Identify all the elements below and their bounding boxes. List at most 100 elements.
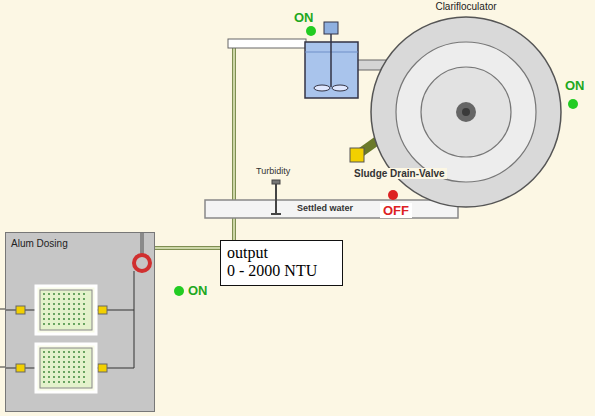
grid-dot xyxy=(48,381,50,383)
grid-dot xyxy=(48,308,50,310)
grid-dot xyxy=(78,303,80,305)
grid-dot xyxy=(63,303,65,305)
tank-ring xyxy=(396,42,536,182)
grid-dot xyxy=(63,298,65,300)
alum-tank xyxy=(36,344,96,392)
alum-dosing-panel: Alum Dosing xyxy=(5,232,155,412)
grid-dot xyxy=(63,323,65,325)
mixer-shaft xyxy=(330,34,332,87)
grid-dot xyxy=(83,366,85,368)
grid-dot xyxy=(63,376,65,378)
grid-dot xyxy=(58,293,60,295)
grid-dot xyxy=(78,293,80,295)
dosing-line xyxy=(96,271,134,368)
grid-dot xyxy=(68,298,70,300)
grid-dot xyxy=(48,356,50,358)
grid-dot xyxy=(68,381,70,383)
sludge-drain-valve xyxy=(350,148,364,162)
grid-dot xyxy=(53,371,55,373)
grid-dot xyxy=(73,361,75,363)
grid-dot xyxy=(83,318,85,320)
status-text: ON xyxy=(188,283,208,298)
display-text: 0 - 2000 NTU xyxy=(227,262,317,280)
grid-dot xyxy=(73,366,75,368)
grid-dot xyxy=(48,371,50,373)
tank-grid xyxy=(43,293,85,325)
grid-dot xyxy=(53,303,55,305)
grid-dot xyxy=(58,298,60,300)
grid-dot xyxy=(63,356,65,358)
grid-dot xyxy=(78,361,80,363)
grid-dot xyxy=(43,361,45,363)
pump-pipe xyxy=(140,233,144,255)
grid-dot xyxy=(43,356,45,358)
grid-dot xyxy=(78,323,80,325)
grid-dot xyxy=(73,381,75,383)
display-text: output xyxy=(227,244,268,262)
grid-dot xyxy=(43,293,45,295)
status-lamp xyxy=(306,26,316,36)
fitting xyxy=(16,306,25,314)
grid-dot xyxy=(48,361,50,363)
tank-grid xyxy=(43,351,85,383)
grid-dot xyxy=(58,361,60,363)
grid-dot xyxy=(68,323,70,325)
status-text: ON xyxy=(294,10,314,25)
alum-tank-inner xyxy=(40,290,92,330)
grid-dot xyxy=(83,313,85,315)
grid-dot xyxy=(83,308,85,310)
grid-dot xyxy=(48,298,50,300)
grid-dot xyxy=(58,381,60,383)
grid-dot xyxy=(73,293,75,295)
grid-dot xyxy=(53,293,55,295)
grid-dot xyxy=(83,361,85,363)
grid-dot xyxy=(43,366,45,368)
grid-dot xyxy=(48,293,50,295)
panel-title: Alum Dosing xyxy=(11,238,68,249)
grid-dot xyxy=(68,371,70,373)
grid-dot xyxy=(73,313,75,315)
grid-dot xyxy=(73,308,75,310)
fitting xyxy=(98,364,107,372)
grid-dot xyxy=(58,303,60,305)
grid-dot xyxy=(53,313,55,315)
grid-dot xyxy=(58,308,60,310)
grid-dot xyxy=(43,308,45,310)
sensor-label: Turbidity xyxy=(256,166,290,176)
grid-dot xyxy=(58,313,60,315)
grid-dot xyxy=(63,313,65,315)
grid-dot xyxy=(63,293,65,295)
grid-dot xyxy=(53,381,55,383)
grid-dot xyxy=(78,381,80,383)
grid-dot xyxy=(43,318,45,320)
grid-dot xyxy=(58,351,60,353)
grid-dot xyxy=(83,351,85,353)
output-display: output0 - 2000 NTU xyxy=(220,240,343,286)
grid-dot xyxy=(68,376,70,378)
impeller-blade xyxy=(314,85,330,91)
grid-dot xyxy=(63,351,65,353)
grid-dot xyxy=(63,318,65,320)
grid-dot xyxy=(83,303,85,305)
status-lamp xyxy=(568,99,578,109)
grid-dot xyxy=(48,376,50,378)
grid-dot xyxy=(83,298,85,300)
center-shaft xyxy=(462,108,470,116)
grid-dot xyxy=(48,303,50,305)
grid-dot xyxy=(68,366,70,368)
fitting xyxy=(16,364,25,372)
grid-dot xyxy=(53,323,55,325)
grid-dot xyxy=(73,323,75,325)
grid-dot xyxy=(78,308,80,310)
grid-dot xyxy=(43,298,45,300)
grid-dot xyxy=(73,371,75,373)
grid-dot xyxy=(53,318,55,320)
grid-dot xyxy=(83,356,85,358)
grid-dot xyxy=(53,361,55,363)
grid-dot xyxy=(53,356,55,358)
grid-dot xyxy=(43,303,45,305)
grid-dot xyxy=(78,298,80,300)
grid-dot xyxy=(78,351,80,353)
grid-dot xyxy=(68,308,70,310)
